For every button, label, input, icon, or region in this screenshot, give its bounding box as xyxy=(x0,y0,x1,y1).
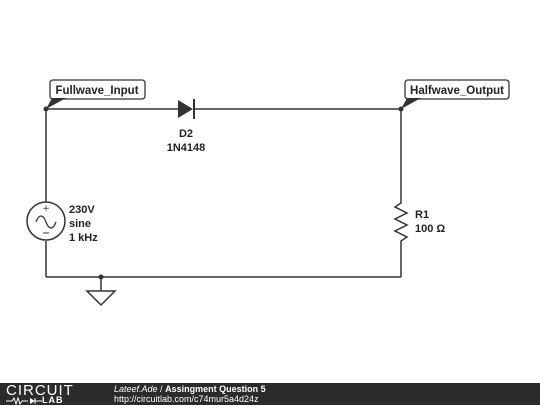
net-label-output-pointer xyxy=(401,98,421,109)
junction-dot xyxy=(98,274,104,280)
wires xyxy=(45,108,402,291)
schematic-svg: Fullwave_Input Halfwave_Output D2 1N4148… xyxy=(26,79,510,307)
footer-title-line: Lateef.Ade / Assingment Question 5 xyxy=(114,384,266,394)
footer-bar: CIRCUIT LAB Lateef.Ade / Assingment Ques… xyxy=(0,383,540,405)
diode-triangle xyxy=(178,100,193,118)
footer-title[interactable]: Assingment Question 5 xyxy=(165,384,266,394)
footer-url[interactable]: http://circuitlab.com/c74mur5a4d24z xyxy=(114,394,259,404)
resistor-zigzag xyxy=(393,200,409,245)
diode-d2[interactable]: D2 1N4148 xyxy=(167,99,206,154)
net-label-input[interactable]: Fullwave_Input xyxy=(46,79,146,109)
footer-meta: Lateef.Ade / Assingment Question 5 http:… xyxy=(114,384,266,404)
logo-circuit-icon xyxy=(6,397,42,405)
source-waveform: sine xyxy=(69,218,91,230)
footer-author[interactable]: Lateef.Ade xyxy=(114,384,158,394)
source-plus-icon: + xyxy=(42,204,50,214)
resistor-name: R1 xyxy=(415,209,429,221)
sine-wave-icon xyxy=(35,215,57,229)
resistor-value: 100 Ω xyxy=(415,223,445,235)
footer-separator: / xyxy=(157,384,166,394)
source-voltage: 230V xyxy=(69,204,95,216)
ac-voltage-source[interactable]: + 230V sine 1 kHz xyxy=(26,201,98,244)
logo-text-top: CIRCUIT xyxy=(6,382,74,399)
diode-model: 1N4148 xyxy=(167,142,206,154)
net-label-input-pointer xyxy=(46,98,66,109)
net-label-output-box xyxy=(404,79,510,100)
ground-symbol[interactable] xyxy=(85,290,117,307)
source-frequency: 1 kHz xyxy=(69,232,98,244)
net-label-input-text: Fullwave_Input xyxy=(55,85,138,97)
net-label-output[interactable]: Halfwave_Output xyxy=(401,79,510,109)
logo-text-bottom: LAB xyxy=(42,395,64,405)
resistor-r1[interactable]: R1 100 Ω xyxy=(393,200,445,245)
ground-icon xyxy=(85,290,117,307)
circuitlab-logo[interactable]: CIRCUIT LAB xyxy=(6,383,96,405)
diode-name: D2 xyxy=(179,128,193,140)
net-label-input-box xyxy=(49,79,146,100)
net-label-output-text: Halfwave_Output xyxy=(410,85,504,97)
